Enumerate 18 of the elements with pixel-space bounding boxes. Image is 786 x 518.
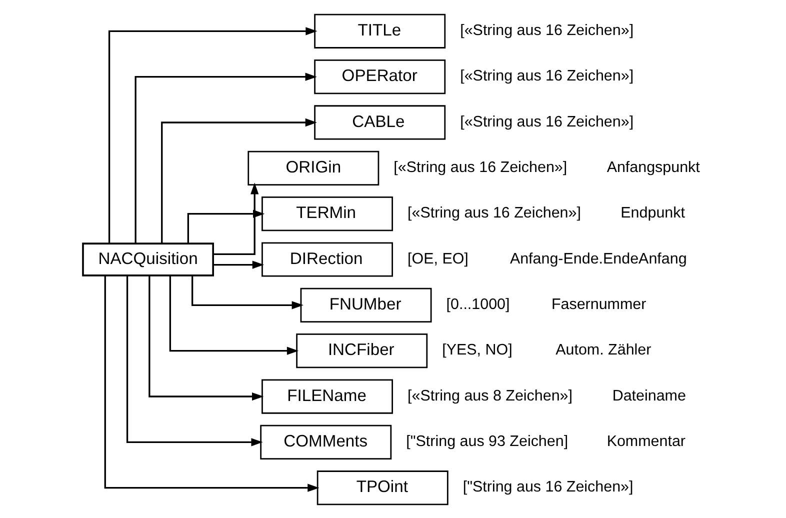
node-label: Kommentar <box>606 432 686 450</box>
node-label: Anfang-Ende.EndeAnfang <box>510 250 687 267</box>
node-label: Autom. Zähler <box>556 341 652 358</box>
node-label: ["String aus 16 Zeichen»] <box>462 478 634 496</box>
node-label: [OE, EO] <box>408 250 468 267</box>
node-label: ["String aus 93 Zeichen] <box>406 432 568 450</box>
node-label: [YES, NO] <box>442 341 512 358</box>
node-label: [«String aus 16 Zeichen»] <box>460 112 634 130</box>
node-label: [«String aus 8 Zeichen»] <box>408 386 573 404</box>
node-label: Endpunkt <box>620 204 685 222</box>
node-label: [«String aus 16 Zeichen»] <box>460 67 634 84</box>
node-label: [«String aus 16 Zeichen»] <box>394 158 568 176</box>
node-label: [«String aus 16 Zeichen»] <box>460 22 634 39</box>
node-label: Dateiname <box>612 386 686 404</box>
node-label: [«String aus 16 Zeichen»] <box>408 204 581 222</box>
node-label: Anfangspunkt <box>606 158 700 176</box>
node-label: [0...1000] <box>446 296 510 313</box>
node-label: Fasernummer <box>551 296 646 313</box>
